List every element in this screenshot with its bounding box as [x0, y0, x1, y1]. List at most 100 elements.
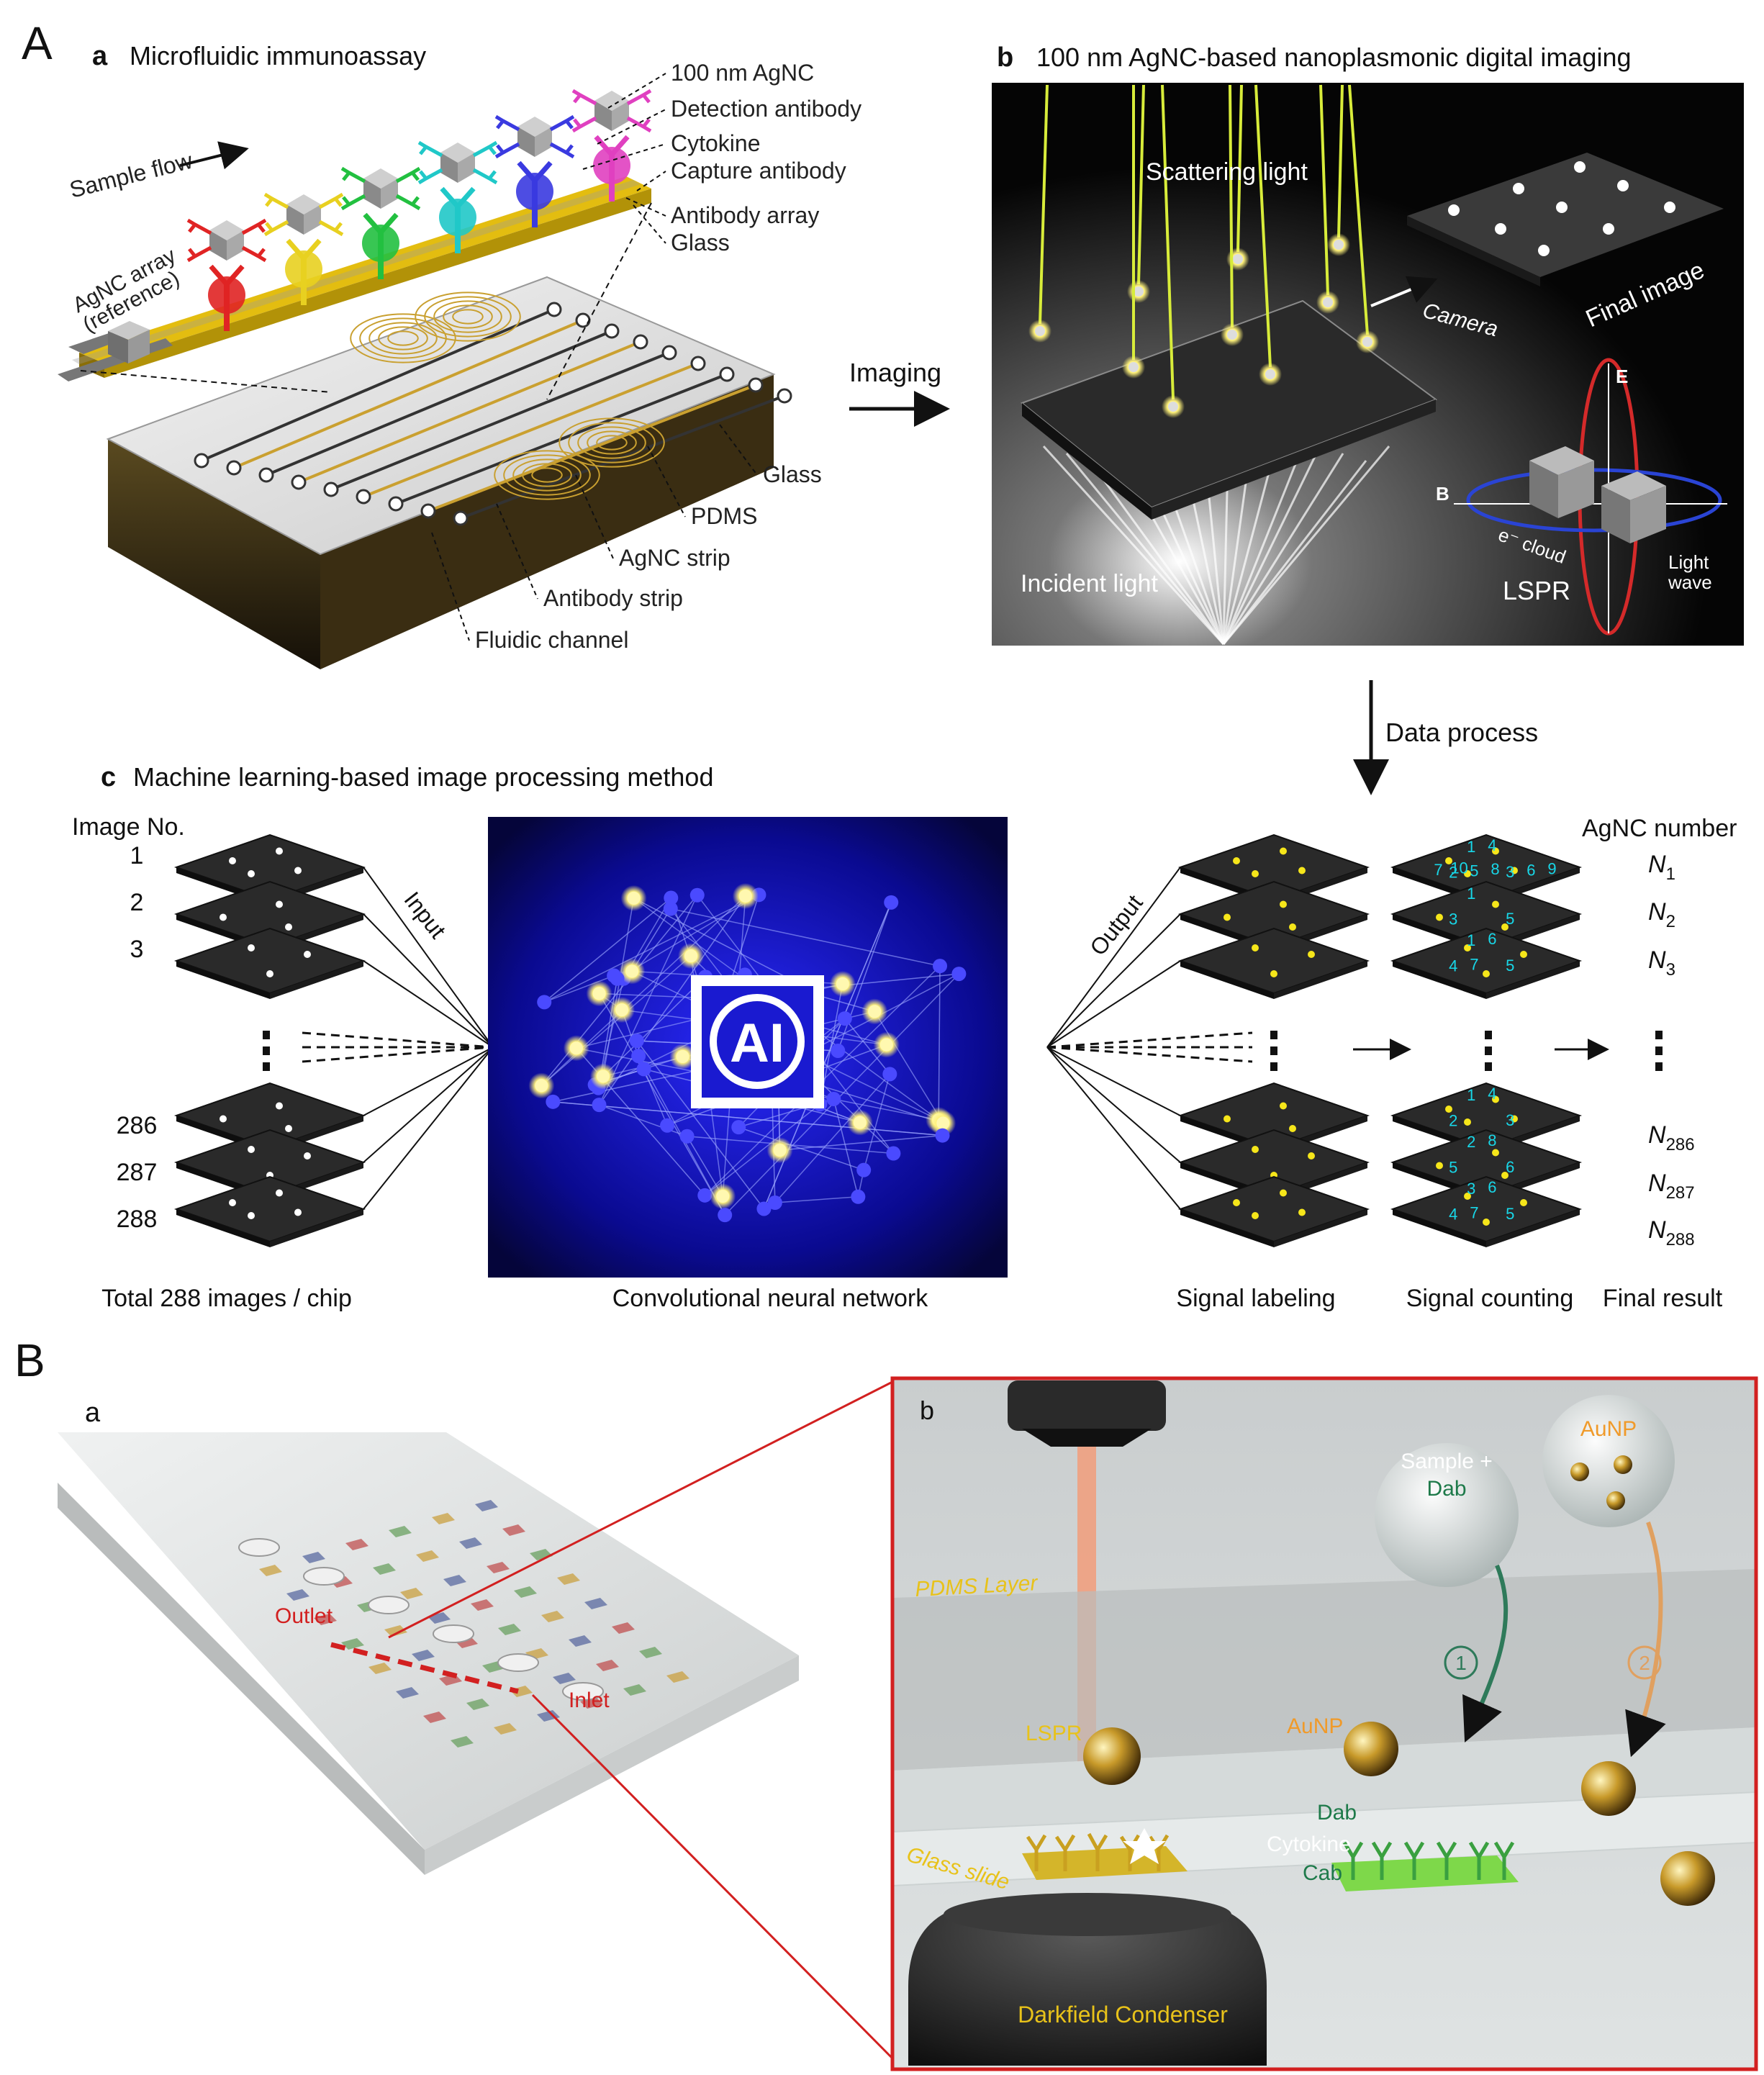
antibody-array-strip	[58, 176, 651, 381]
agnc-left	[594, 101, 612, 131]
antibody-pad	[666, 1671, 689, 1683]
cytokine-sphere	[593, 147, 630, 184]
network-node-bright	[596, 1070, 610, 1083]
network-edge	[774, 1196, 859, 1203]
image-number: 288	[117, 1206, 158, 1233]
antibody-pad	[373, 1563, 396, 1575]
antibody-pad	[612, 1622, 635, 1634]
antibody-pad	[596, 1660, 619, 1671]
detection-antibody	[318, 192, 344, 209]
panel-Aa-title: Microfluidic immunoassay	[130, 41, 426, 71]
microfluidic-chip	[106, 276, 792, 669]
channel-port	[226, 460, 242, 476]
plate-dot	[1233, 1199, 1240, 1206]
network-edge	[844, 1018, 890, 1075]
serpentine-coil	[424, 296, 512, 338]
network-edge	[598, 895, 746, 1106]
network-edge	[738, 1126, 864, 1171]
input-image-stacks	[173, 833, 366, 1247]
plate-dot	[1492, 1149, 1499, 1157]
network-node-bright	[773, 1144, 787, 1157]
image-number: 287	[117, 1159, 158, 1186]
final-image-dot	[1603, 223, 1614, 235]
network-node	[856, 1162, 872, 1177]
antibody-pad	[451, 1736, 474, 1748]
scattering-ray	[1348, 84, 1369, 335]
network-node	[664, 890, 679, 905]
panel-Bb-letter: b	[920, 1396, 934, 1425]
detection-antibody	[318, 220, 344, 237]
serpentine-coil	[378, 326, 428, 351]
network-edge	[553, 1101, 943, 1136]
zoom-detail-panel: PDMS Layer Glass slide LSPR AuNP Dab Cyt…	[892, 1378, 1757, 2069]
network-node-bright	[936, 1116, 950, 1130]
antibody-pad	[416, 1550, 439, 1562]
channel-port	[604, 323, 620, 339]
plate-dot	[1252, 1146, 1259, 1153]
callout-label: Antibody strip	[543, 585, 683, 611]
network-edge	[863, 1074, 891, 1170]
network-node	[831, 1044, 846, 1059]
imaging-label: Imaging	[849, 358, 941, 387]
fluidic-channel	[363, 362, 699, 498]
input-line	[363, 1046, 494, 1116]
serpentine-coil	[433, 300, 502, 333]
antibody-pad	[471, 1599, 494, 1611]
fluidic-channel	[266, 330, 612, 476]
sample-flow-label: Sample flow	[67, 141, 249, 203]
cytokine-sphere	[439, 199, 476, 236]
panel-Aa-letter: a	[92, 41, 108, 71]
agnc-left	[517, 127, 535, 157]
incident-ray	[1222, 446, 1321, 645]
network-node-bright	[868, 1005, 882, 1018]
channel-port	[777, 388, 792, 404]
antibody-pad	[302, 1552, 325, 1563]
plate-dot	[248, 944, 255, 951]
input-dashed-line	[302, 1031, 494, 1049]
fluidic-channel	[428, 384, 756, 512]
counted-image-plate-edge	[1393, 1209, 1486, 1247]
count-number: 5	[1506, 957, 1514, 975]
ellipsis-dot	[1485, 1046, 1492, 1055]
output-line	[1046, 913, 1181, 1048]
callout-label: AgNC strip	[619, 545, 731, 571]
incident-ray	[1222, 460, 1298, 645]
network-edge	[598, 993, 725, 1216]
count-number: 4	[1449, 957, 1457, 975]
n-label: N286	[1648, 1121, 1695, 1154]
antibody-pad	[584, 1598, 607, 1609]
network-node	[679, 1129, 695, 1144]
aunp-label: AuNP	[1287, 1714, 1343, 1738]
count-number: 3	[1449, 910, 1457, 928]
count-number: 5	[1470, 862, 1478, 880]
zoom-dash-right	[546, 202, 652, 400]
aunp-bubble-label: AuNP	[1580, 1417, 1637, 1441]
agnc-right	[304, 204, 321, 235]
green-antibody-arms	[1403, 1841, 1425, 1861]
serpentine-coil	[558, 417, 665, 468]
agnc-particle	[1128, 362, 1139, 372]
plate-dot	[248, 1212, 255, 1219]
agnc-particle	[1233, 254, 1243, 264]
panel-A-letter: A	[22, 17, 53, 69]
network-node-bright	[853, 1116, 867, 1129]
network-node	[886, 1146, 901, 1161]
n-label: N3	[1648, 946, 1675, 980]
plate-dot	[1436, 1162, 1443, 1170]
count-number: 5	[1449, 1158, 1457, 1176]
plate-dot	[1298, 1208, 1306, 1216]
chip-port	[497, 1653, 539, 1672]
zoom-line-top	[388, 1380, 893, 1639]
network-edge	[543, 975, 615, 1003]
gold-antibody-arms	[1026, 1834, 1047, 1853]
antibody-pad	[502, 1524, 525, 1536]
ellipsis-dot	[1270, 1031, 1277, 1039]
antibody-pad	[553, 1673, 576, 1684]
detection-antibody	[263, 220, 289, 237]
antibody-pad	[314, 1614, 337, 1625]
network-edge	[543, 897, 671, 1003]
final-image-plate	[1407, 153, 1724, 277]
